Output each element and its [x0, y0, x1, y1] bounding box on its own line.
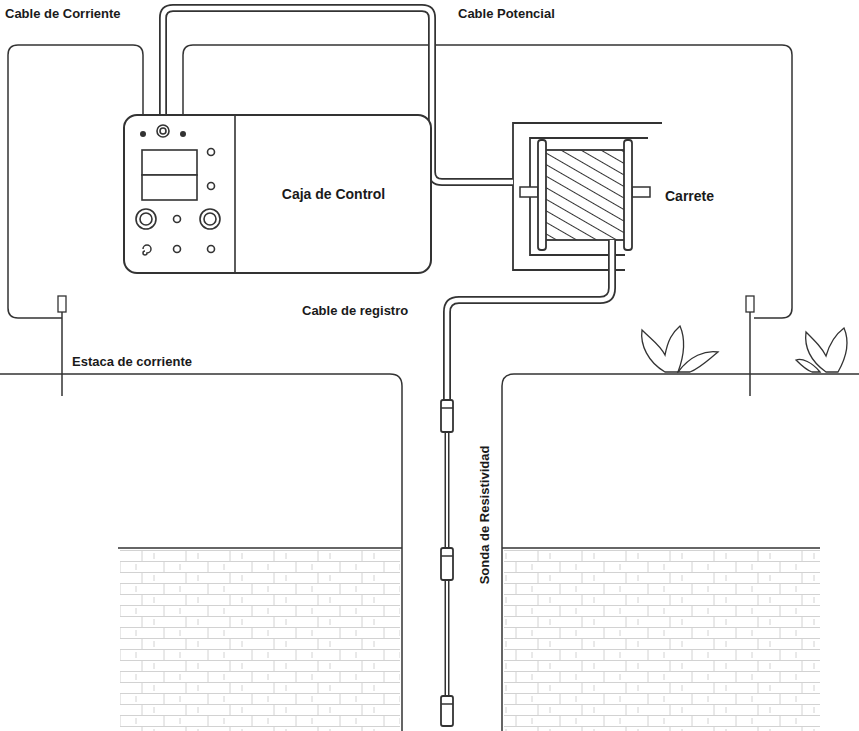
control-box: Caja de Control — [123, 114, 432, 274]
logging-cable — [447, 240, 612, 402]
potential-stake — [746, 296, 754, 312]
reel-frame — [513, 123, 662, 270]
control-panel — [123, 114, 432, 274]
probe-label: Sonda de Resistividad — [477, 444, 492, 587]
layer-line — [118, 547, 402, 549]
potential-stake — [749, 312, 751, 396]
current-stake — [58, 296, 66, 312]
part-label: Cable de Corriente — [3, 6, 123, 21]
node-label: Caja de Control — [282, 186, 385, 202]
logging-cable — [447, 240, 612, 402]
reel-axle — [520, 187, 538, 197]
reel-flange — [538, 140, 546, 250]
node-label: Carrete — [665, 188, 714, 204]
rock-strata — [504, 550, 820, 731]
reel-flange — [624, 140, 632, 250]
layer-line — [502, 547, 820, 549]
reel: Carrete — [513, 118, 723, 278]
part-label: Cable Potencial — [456, 6, 557, 21]
resistivity-probe — [441, 400, 453, 726]
part-label: Estaca de corriente — [70, 354, 194, 369]
plant — [642, 326, 847, 372]
reel-axle — [632, 187, 650, 197]
part-label: Cable de registro — [300, 303, 410, 318]
reel-spool — [545, 150, 625, 240]
ground-line — [502, 374, 859, 731]
rock-strata — [120, 550, 400, 731]
current-stake — [61, 312, 63, 396]
ground-line — [0, 374, 402, 731]
